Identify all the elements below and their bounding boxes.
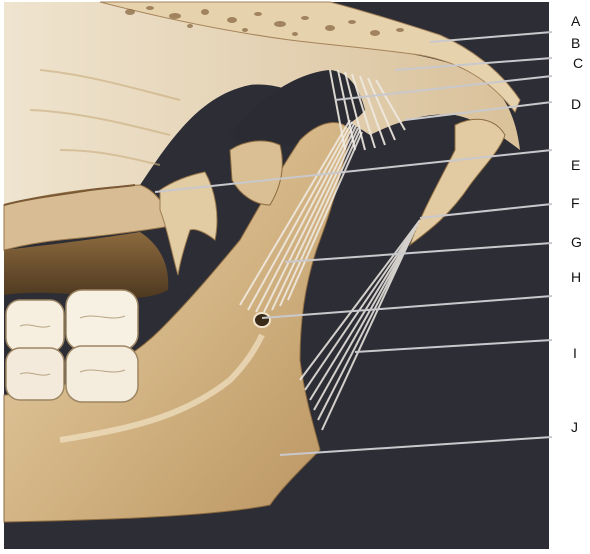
label-b: B xyxy=(571,35,580,51)
label-a: A xyxy=(571,13,581,29)
label-j: J xyxy=(571,419,578,435)
teeth xyxy=(6,290,138,402)
label-h: H xyxy=(571,269,581,285)
label-c: C xyxy=(573,55,583,71)
label-d: D xyxy=(571,96,581,112)
label-g: G xyxy=(571,234,582,250)
label-i: I xyxy=(573,345,577,361)
mandibular-foramen xyxy=(254,313,270,327)
label-e: E xyxy=(571,157,580,173)
label-f: F xyxy=(571,195,580,211)
